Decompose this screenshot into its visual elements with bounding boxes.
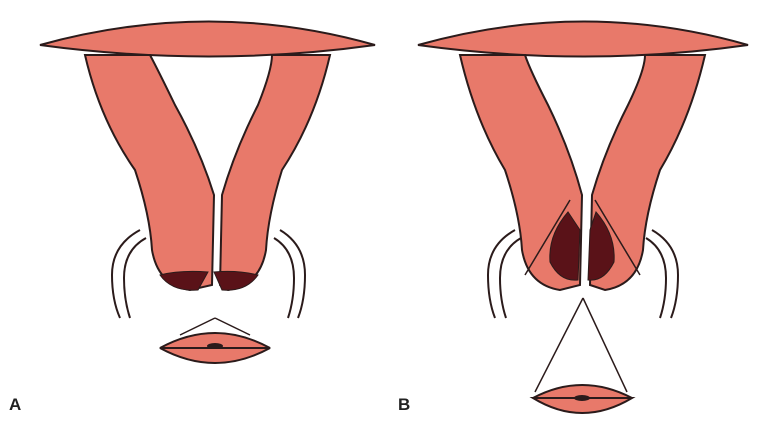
panel-a-label: A	[9, 395, 21, 415]
panel-b-fundus	[418, 22, 748, 57]
panel-b-cross-section	[533, 385, 632, 413]
panel-b-label: B	[398, 395, 410, 415]
panel-b-cone-line-left	[535, 298, 583, 392]
panel-b-cross-section-os	[574, 395, 590, 401]
panel-b-right-vagina-inner	[646, 238, 666, 318]
panel-a-cross-section-os	[207, 343, 223, 349]
panel-a-illustration	[40, 22, 375, 364]
panel-a-right-lesion	[214, 271, 258, 290]
panel-a-left-wall	[85, 55, 214, 290]
panel-b-illustration	[418, 22, 748, 414]
panel-a-left-vagina-inner	[124, 238, 146, 318]
panel-b-left-vagina-inner	[500, 238, 521, 318]
panel-a-right-vagina-inner	[274, 238, 294, 318]
panel-a-cross-section	[160, 333, 270, 363]
panel-a-fundus	[40, 22, 375, 57]
panel-b-cone-line-right	[583, 298, 627, 392]
panel-a-right-wall	[220, 55, 330, 290]
